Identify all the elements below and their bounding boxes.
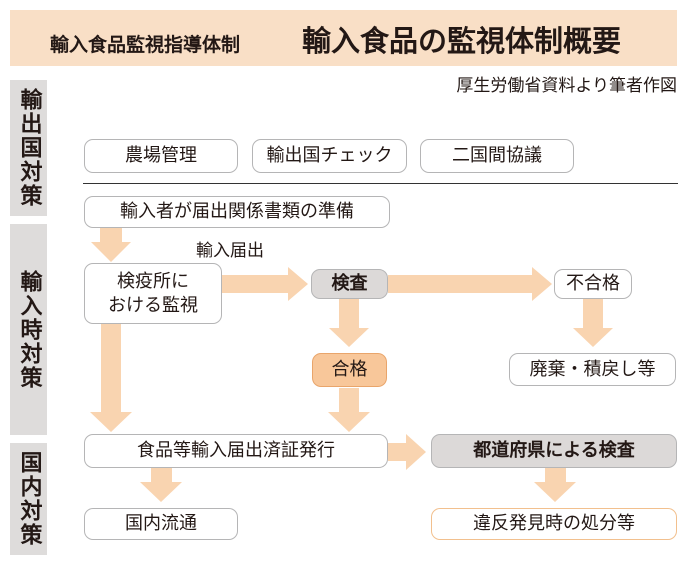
section-import-time: 輸入時対策 <box>10 224 47 435</box>
banner-subtitle: 輸入食品監視指導体制 <box>50 34 241 56</box>
arrow-quarantine-to-inspection <box>222 267 308 301</box>
source-note: 厚生労働省資料より筆者作図 <box>456 76 677 96</box>
section-import-label: 輸入時対策 <box>16 269 42 390</box>
box-export-check: 輸出国チェック <box>252 139 407 173</box>
arrow-inspection-to-pass <box>329 299 369 347</box>
arrow-prep-to-quarantine <box>91 228 131 262</box>
box-bilateral-talks: 二国間協議 <box>420 139 574 173</box>
box-certificate-issue: 食品等輸入届出済証発行 <box>84 434 388 468</box>
box-violation-action: 違反発見時の処分等 <box>431 508 677 540</box>
arrow-certificate-to-prefecture <box>388 434 426 470</box>
banner-title: 輸入食品の監視体制概要 <box>302 24 622 58</box>
box-domestic-distribution: 国内流通 <box>84 508 238 540</box>
box-fail: 不合格 <box>554 269 632 299</box>
box-inspection: 検査 <box>311 269 388 299</box>
arrow-pass-to-certificate <box>328 388 370 432</box>
label-import-notification: 輸入届出 <box>196 241 264 261</box>
arrow-quarantine-to-certificate <box>90 324 132 432</box>
box-document-preparation: 輸入者が届出関係書類の準備 <box>84 196 390 228</box>
arrow-certificate-to-distribution <box>140 468 182 502</box>
title-banner: 輸入食品監視指導体制 輸入食品の監視体制概要 <box>10 10 677 66</box>
box-quarantine-monitoring: 検疫所に おける監視 <box>84 263 222 324</box>
section-export-label: 輸出国対策 <box>16 88 42 208</box>
section-export-countries: 輸出国対策 <box>10 80 47 216</box>
arrow-prefecture-to-violation <box>534 468 576 502</box>
box-prefecture-inspection: 都道府県による検査 <box>431 434 677 468</box>
section-domestic-label: 国内対策 <box>16 451 42 547</box>
section-divider <box>83 183 678 184</box>
box-pass: 合格 <box>312 353 387 387</box>
box-farm-management: 農場管理 <box>84 139 238 173</box>
arrow-inspection-to-fail <box>388 267 552 301</box>
section-domestic: 国内対策 <box>10 443 47 555</box>
arrow-fail-to-disposal <box>573 299 613 347</box>
box-disposal: 廃棄・積戻し等 <box>509 353 676 386</box>
